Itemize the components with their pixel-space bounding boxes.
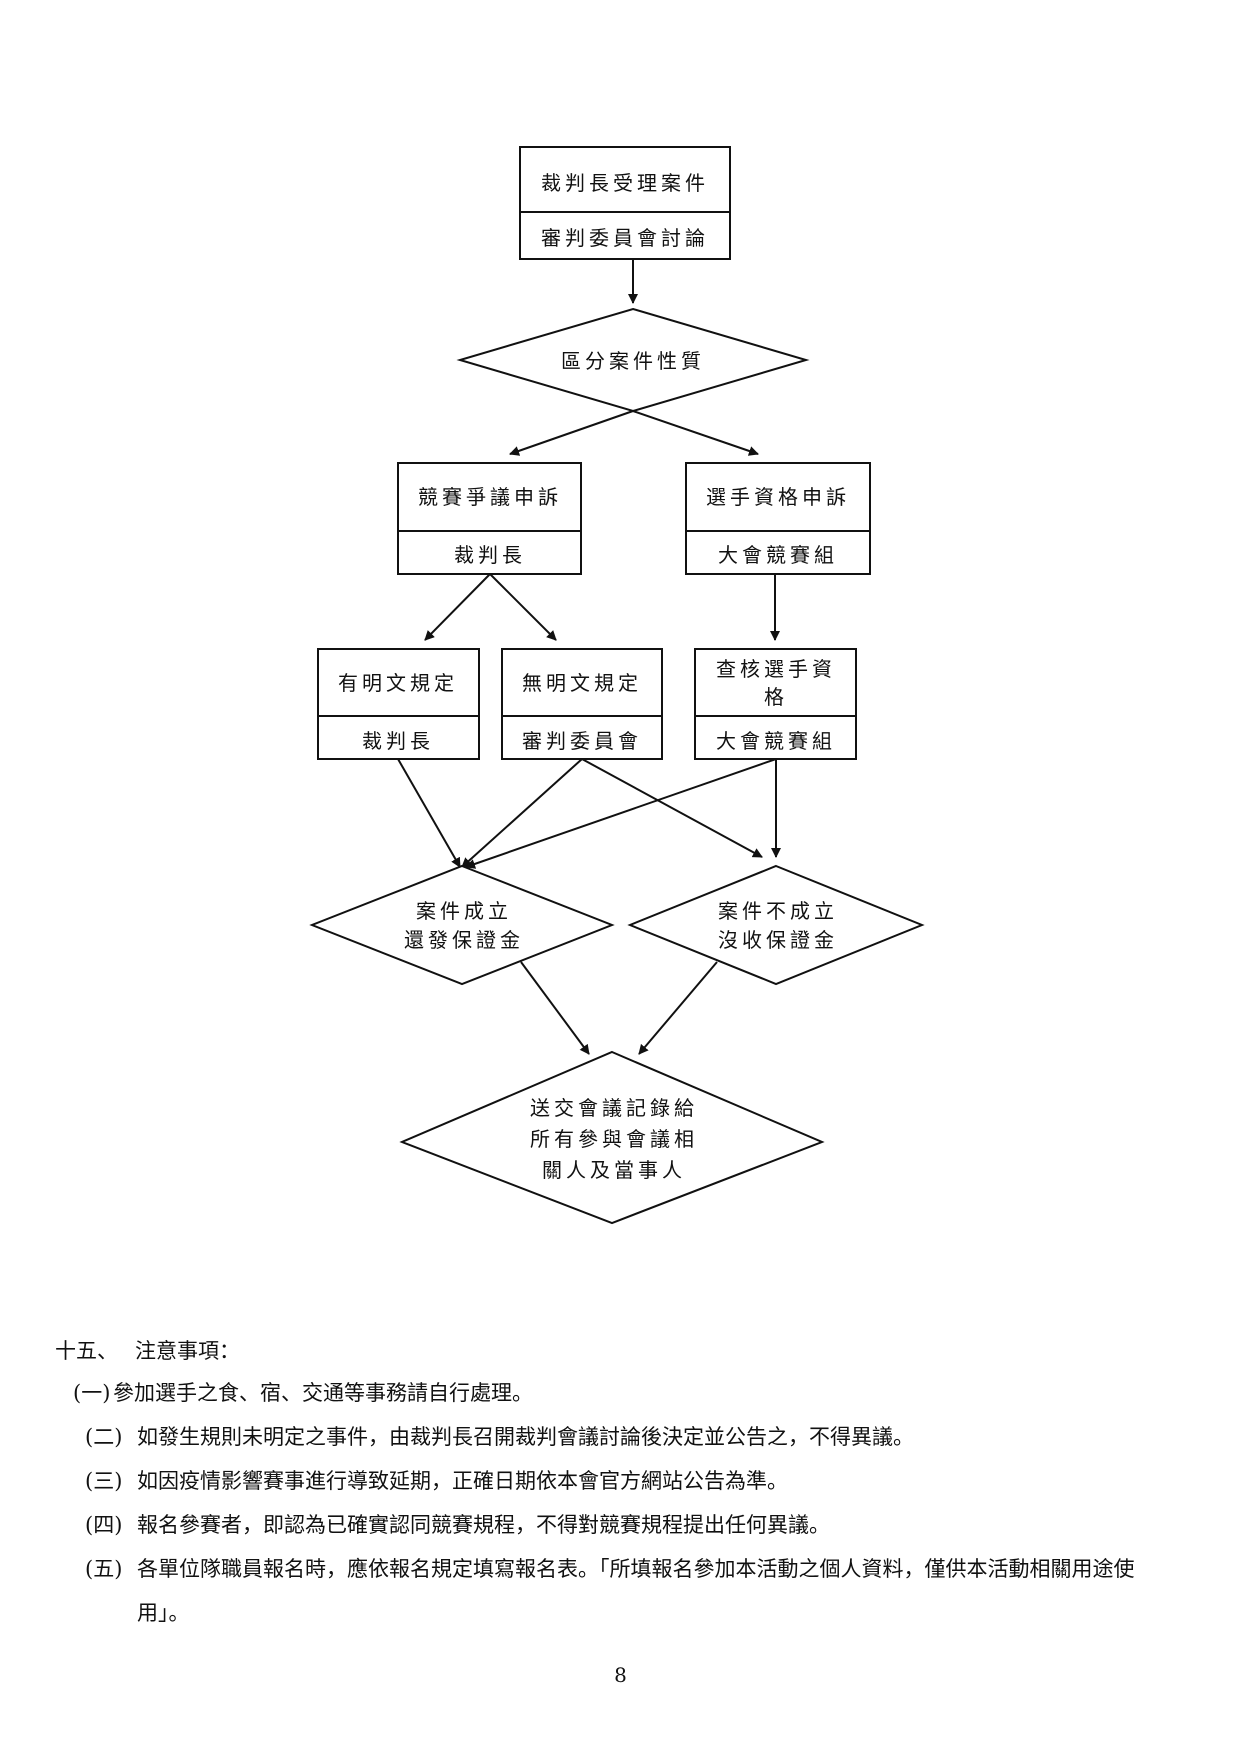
explicit-rule-box: 有明文規定 裁判長: [317, 648, 480, 760]
arrow-dispute-to-explicit: [424, 573, 491, 641]
explicit-top-label: 有明文規定: [338, 671, 458, 695]
check-qualification-box: 查核選手資 格 大會競賽組: [694, 648, 857, 760]
dispute-box: 競賽爭議申訴 裁判長: [397, 462, 582, 575]
dispute-top-label: 競賽爭議申訴: [418, 485, 562, 509]
explicit-bottom-label: 裁判長: [362, 729, 434, 753]
arrow-invalid-to-final: [638, 961, 718, 1055]
valid-line2-label: 還發保證金: [404, 928, 524, 952]
notes-heading-number: 十五、: [55, 1339, 118, 1363]
note-item-number: (二): [85, 1425, 123, 1449]
check-bottom-label: 大會競賽組: [716, 729, 836, 753]
arrow-implicit-to-valid: [461, 758, 583, 868]
case-valid-diamond: 案件成立 還發保證金: [309, 864, 615, 986]
page-number: 8: [614, 1663, 627, 1687]
note-item-text: 報名參賽者，即認為已確實認同競賽規程，不得對競賽規程提出任何異議。: [137, 1513, 830, 1537]
arrow-decide-to-qual: [632, 410, 759, 456]
decide-label: 區分案件性質: [561, 349, 705, 373]
qualification-box: 選手資格申訴 大會競賽組: [685, 462, 871, 575]
start-box: 裁判長受理案件 審判委員會討論: [519, 146, 731, 260]
note-item-text: 如發生規則未明定之事件，由裁判長召開裁判會議討論後決定並公告之，不得異議。: [137, 1425, 914, 1449]
final-line3-label: 關人及當事人: [542, 1158, 686, 1182]
case-invalid-diamond: 案件不成立 沒收保證金: [627, 864, 925, 986]
arrow-implicit-to-invalid: [581, 758, 763, 858]
note-item-number: (三): [85, 1469, 123, 1493]
invalid-line2-label: 沒收保證金: [718, 928, 838, 952]
final-line1-label: 送交會議記錄給: [530, 1096, 698, 1120]
note-item-text: 如因疫情影響賽事進行導致延期，正確日期依本會官方網站公告為準。: [137, 1469, 788, 1493]
arrow-valid-to-final: [520, 961, 590, 1055]
valid-line1-label: 案件成立: [416, 899, 512, 923]
note-item-text: 各單位隊職員報名時，應依報名規定填寫報名表。「所填報名參加本活動之個人資料，僅供…: [137, 1557, 1135, 1625]
arrow-explicit-to-valid: [397, 758, 461, 868]
final-record-diamond: 送交會議記錄給 所有參與會議相 關人及當事人: [399, 1050, 825, 1225]
arrow-dispute-to-implicit: [489, 573, 557, 641]
note-item-number: (五): [85, 1557, 123, 1581]
qualification-top-label: 選手資格申訴: [706, 485, 850, 509]
notes-heading: 十五、注意事項：: [55, 1338, 240, 1364]
implicit-bottom-label: 審判委員會: [522, 729, 642, 753]
decide-diamond: 區分案件性質: [456, 307, 810, 413]
implicit-rule-box: 無明文規定 審判委員會: [501, 648, 663, 760]
notes-heading-text: 注意事項：: [135, 1339, 240, 1363]
check-line2-label: 格: [764, 685, 788, 709]
invalid-line1-label: 案件不成立: [718, 899, 838, 923]
final-line2-label: 所有參與會議相: [530, 1127, 698, 1151]
arrow-check-to-valid: [465, 758, 777, 869]
note-item-text: 參加選手之食、宿、交通等事務請自行處理。: [113, 1381, 533, 1405]
appeal-flowchart: 裁判長受理案件 審判委員會討論 區分案件性質 競賽爭議申訴 裁判長 選手資格申訴…: [309, 146, 925, 1225]
start-bottom-label: 審判委員會討論: [541, 226, 709, 250]
arrow-decide-to-dispute: [509, 410, 634, 456]
note-item-number: (一): [73, 1381, 111, 1405]
qualification-bottom-label: 大會競賽組: [718, 543, 838, 567]
dispute-bottom-label: 裁判長: [454, 543, 526, 567]
check-line1-label: 查核選手資: [716, 657, 836, 681]
note-item-number: (四): [85, 1513, 123, 1537]
start-top-label: 裁判長受理案件: [541, 171, 709, 195]
implicit-top-label: 無明文規定: [522, 671, 642, 695]
